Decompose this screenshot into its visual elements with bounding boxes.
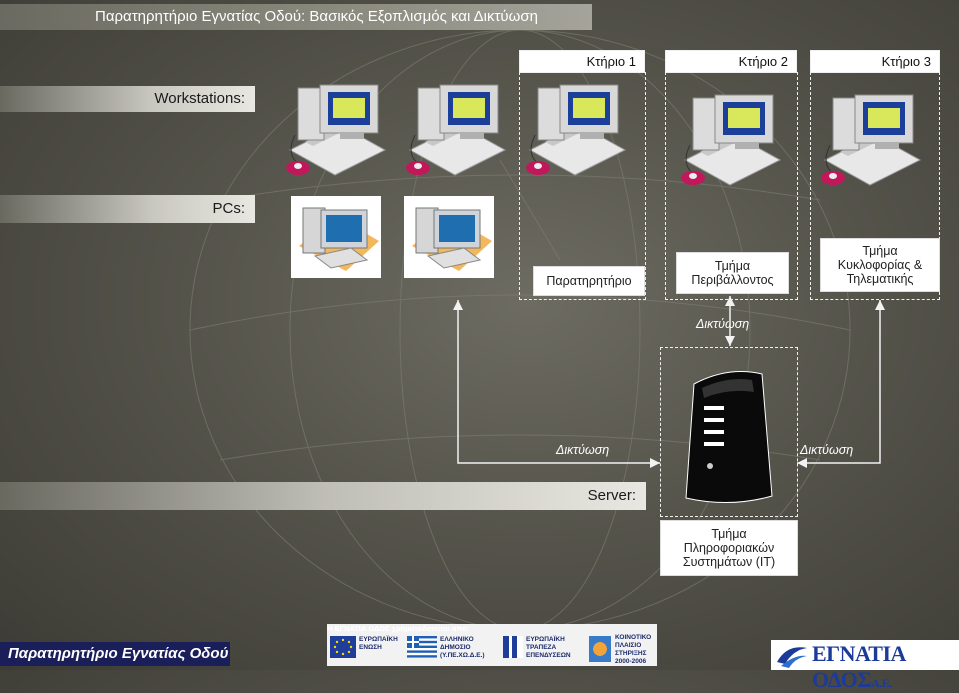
- egnatia-logo-text: ΕΓΝΑΤΙΑ ΟΔΟΣΑ.Ε.: [812, 641, 959, 693]
- eu-flag-icon: [330, 636, 356, 658]
- sponsor-eu: ΕΥΡΩΠΑΪΚΗ ΕΝΩΣΗ: [359, 636, 398, 651]
- network-lines: [453, 296, 885, 468]
- pcs-label: PCs:: [0, 195, 255, 223]
- footer-observatory-label: Παρατηρητήριο Εγνατίας Οδού: [0, 642, 230, 666]
- network-label-top: Δικτύωση: [696, 317, 750, 331]
- sponsor-greek-state: ΕΛΛΗΝΙΚΟ ΔΗΜΟΣΙΟ (Υ.ΠΕ.ΧΩ.Δ.Ε.): [440, 636, 485, 659]
- workstations-label: Workstations:: [0, 86, 255, 112]
- greek-flag-icon: [407, 636, 437, 658]
- building-2-header: Κτήριο 2: [665, 50, 797, 73]
- server-tower-icon: [685, 371, 773, 503]
- server-label: Server:: [0, 482, 646, 510]
- egnatia-logo-suffix: Α.Ε.: [871, 676, 892, 690]
- department-observatory: Παρατηρητήριο: [533, 266, 645, 296]
- network-label-left: Δικτύωση: [556, 443, 610, 457]
- egnatia-logo-icon: [777, 647, 807, 668]
- department-environment: Τμήμα Περιβάλλοντος: [676, 252, 789, 294]
- sponsor-panel: ΕΥΡΩΠΑΪΚΗ ΕΝΩΣΗ ΕΛΛΗΝΙΚΟ ΔΗΜΟΣΙΟ (Υ.ΠΕ.Χ…: [327, 624, 657, 666]
- building-1-frame: [519, 72, 646, 300]
- network-label-right: Δικτύωση: [800, 443, 854, 457]
- sponsor-eib: ΕΥΡΩΠΑΪΚΗ ΤΡΑΠΕΖΑ ΕΠΕΝΔΥΣΕΩΝ: [526, 636, 571, 659]
- page-title: Παρατηρητήριο Εγνατίας Οδού: Βασικός Εξο…: [0, 4, 592, 30]
- building-3-frame: [810, 72, 940, 300]
- sponsor-heading: Η ΕΓΝΑΤΙΑ ΟΔΟΣ χρηματοδοτείται από:: [327, 624, 470, 633]
- department-it: Τμήμα Πληροφοριακών Συστημάτων (IT): [660, 520, 798, 576]
- server-frame: [660, 347, 798, 517]
- egnatia-logo: [771, 640, 959, 670]
- csf-logo-icon: [589, 636, 611, 662]
- building-1-header: Κτήριο 1: [519, 50, 645, 73]
- department-traffic: Τμήμα Κυκλοφορίας & Τηλεματικής: [820, 238, 940, 292]
- sponsor-csf: ΚΟΙΝΟΤΙΚΟ ΠΛΑΙΣΙΟ ΣΤΗΡΙΞΗΣ 2000-2006: [615, 634, 652, 665]
- eib-logo-icon: [503, 636, 523, 658]
